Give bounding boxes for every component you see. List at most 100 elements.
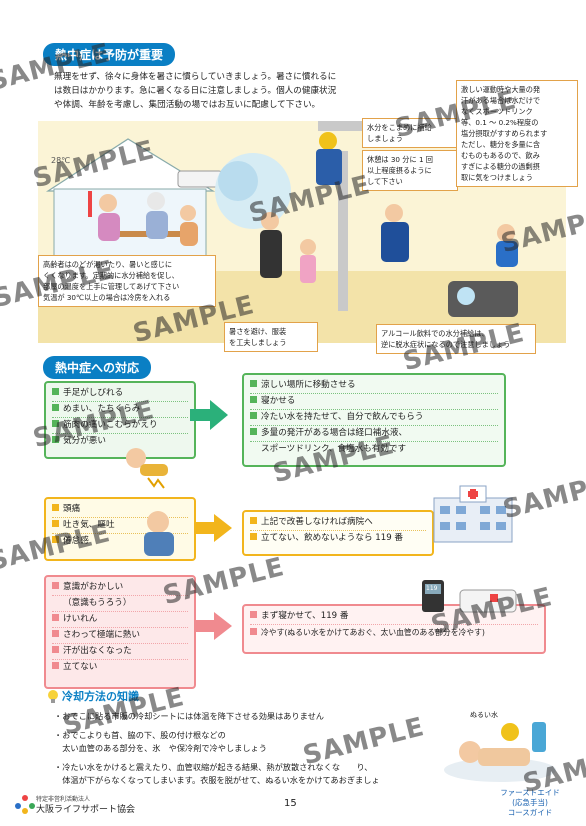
symptom-item: 意識がおかしい xyxy=(52,580,188,596)
action-item: まず寝かせて、119 番 xyxy=(250,609,538,625)
symptom-box-mild: 手足がしびれる めまい、たちくらみ 筋肉の痛いこむらがえり 気分が悪い xyxy=(44,381,196,459)
symptom-item: 倦怠感 xyxy=(52,534,188,549)
callout-line: むものもあるので、飲み xyxy=(461,151,540,160)
cooling-line: 体温が下がらなくなってしまいます。衣服を脱がせて、ぬるい水をかけてあおぎましょ xyxy=(54,775,380,785)
cooling-line: ・おでこよりも首、脇の下、股の付け根などの xyxy=(54,730,226,740)
prevention-title: 熱中症は予防が重要 xyxy=(43,43,176,66)
response-title: 熱中症への対応 xyxy=(43,356,152,379)
arrow-right-icon xyxy=(196,612,232,640)
callout-line: 塩分摂取がすすめられます xyxy=(461,129,548,138)
callout-line: して下さい xyxy=(367,177,403,186)
watermark: SAMPLE xyxy=(500,465,586,526)
scene-svg xyxy=(38,121,566,343)
action-item: 寝かせる xyxy=(250,394,498,410)
hospital-illustration xyxy=(433,485,513,543)
callout-water: 水分をこまめに補給 しましょう xyxy=(362,118,458,148)
callout-line: なくスポーツドリンク xyxy=(461,107,533,116)
org-type: 特定非営利活動法人 xyxy=(36,796,91,803)
page-number: 15 xyxy=(284,798,297,809)
symptom-item: さわって極端に熱い xyxy=(52,628,188,644)
headache-illustration xyxy=(144,511,174,556)
callout-line: 汗がある場合は水だけで xyxy=(461,96,541,105)
callout-line: 気温が 30℃以上の場合は冷房を入れる xyxy=(43,293,171,302)
lightbulb-icon xyxy=(48,690,58,703)
cramp-illustration xyxy=(126,448,168,489)
bullet-icon xyxy=(250,517,257,524)
bullet-icon xyxy=(250,380,257,387)
org-name: 大阪ライフサポート協会 xyxy=(36,805,136,815)
cooling-title: 冷却方法の知識 xyxy=(62,690,139,703)
course-guide: ファーストエイド (応急手当) コースガイド xyxy=(490,788,570,818)
callout-line: 高齢者はのどが渇いたり、暑いと感じに xyxy=(43,260,173,269)
course-guide-line: ファーストエイド xyxy=(500,788,560,797)
callout-line: くくなります。定期的に水分補給を促し、 xyxy=(43,271,179,280)
symptom-item-continued: （意識もうろう） xyxy=(52,596,188,612)
cooling-text: ・おでこに貼る市販の冷却シートには体温を降下させる効果はありません ・おでこより… xyxy=(54,710,454,787)
symptom-item: めまい、たちくらみ xyxy=(52,402,188,418)
symptom-item: 吐き気、嘔吐 xyxy=(52,518,188,534)
action-item: 冷たい水を持たせて、自分で飲んでもらう xyxy=(250,410,498,426)
callout-line: 等、0.1 ～ 0.2%程度の xyxy=(461,118,539,127)
action-item: 涼しい場所に移動させる xyxy=(250,378,498,394)
bullet-icon xyxy=(250,428,257,435)
arrow-right-icon xyxy=(196,514,232,542)
action-item: 冷やす(ぬるい水をかけてあおぐ、太い血管のある部分を冷やす) xyxy=(250,625,538,640)
callout-line: 以上程度摂るように xyxy=(367,166,432,175)
callout-line: 水分をこまめに補給 xyxy=(367,123,432,132)
callout-line: 部屋の温度を上手に管理してあげて下さい xyxy=(43,282,180,291)
cooling-line: 太い血管のある部分を、氷 や保冷剤で冷やしましょう xyxy=(54,743,267,753)
callout-line: 暑さを避け、服装 xyxy=(229,327,287,336)
callout-line: アルコール飲料での水分補給は、 xyxy=(381,329,489,338)
phone-ambulance-illustration xyxy=(422,580,517,613)
callout-line: 休憩は 30 分に 1 回 xyxy=(367,155,433,164)
bullet-icon xyxy=(52,504,59,511)
bullet-icon xyxy=(250,412,257,419)
symptom-item: 立てない xyxy=(52,660,188,675)
bullet-icon xyxy=(250,628,257,635)
symptom-item: 頭痛 xyxy=(52,502,188,518)
callout-rest: 休憩は 30 分に 1 回 以上程度摂るように して下さい xyxy=(362,150,458,191)
action-box-mild: 涼しい場所に移動させる 寝かせる 冷たい水を持たせて、自分で飲んでもらう 多量の… xyxy=(242,373,506,467)
symptom-box-severe: 意識がおかしい （意識もうろう） けいれん さわって極端に熱い 汗が出なくなった… xyxy=(44,575,196,689)
callout-elderly: 高齢者はのどが渇いたり、暑いと感じに くくなります。定期的に水分補給を促し、 部… xyxy=(38,255,216,307)
bullet-icon xyxy=(52,520,59,527)
cooling-line: ・おでこに貼る市販の冷却シートには体温を降下させる効果はありません xyxy=(54,711,324,721)
course-guide-line: (応急手当) xyxy=(512,798,548,807)
callout-line: 取に気をつけましょう xyxy=(461,173,533,182)
intro-line: や体調、年齢を考慮し、集団活動の場ではお互いに配慮して下さい。 xyxy=(54,100,321,110)
callout-line: 逆に脱水症状になるので注意しましょう xyxy=(381,340,511,349)
cooling-illustration xyxy=(444,722,556,782)
bullet-icon xyxy=(52,630,59,637)
symptom-item: けいれん xyxy=(52,612,188,628)
action-box-moderate: 上記で改善しなければ病院へ 立てない、飲めないようなら 119 番 xyxy=(242,510,434,556)
bullet-icon xyxy=(250,533,257,540)
intro-line: は数日はかかります。急に暑くなる日に注意しましょう。個人の健康状況 xyxy=(54,86,337,96)
intro-line: 無理をせず、徐々に身体を暑さに慣らしていきましょう。暑さに慣れるに xyxy=(54,72,337,82)
action-item: 多量の発汗がある場合は経口補水液、 xyxy=(250,426,498,442)
callout-clothes: 暑さを避け、服装 を工夫しましょう xyxy=(224,322,318,352)
callout-line: しましょう xyxy=(367,134,403,143)
callout-line: 激しい運動時や大量の発 xyxy=(461,85,541,94)
bullet-icon xyxy=(52,614,59,621)
arrow-right-icon xyxy=(190,400,228,430)
symptom-item: 手足がしびれる xyxy=(52,386,188,402)
cooling-line: ・冷たい水をかけると震えたり、血管収縮が起きる結果、熱が放散されなくな り、 xyxy=(54,762,373,772)
action-item-continued: スポーツドリンク、食塩水も有効です xyxy=(261,444,407,454)
callout-line: を工夫しましょう xyxy=(229,338,287,347)
intro-text: 無理をせず、徐々に身体を暑さに慣らしていきましょう。暑さに慣れるに は数日はかか… xyxy=(54,70,374,112)
bullet-icon xyxy=(250,396,257,403)
callout-line: ただし、糖分を多量に含 xyxy=(461,140,541,149)
bullet-icon xyxy=(52,436,59,443)
bullet-icon xyxy=(52,582,59,589)
callout-alcohol: アルコール飲料での水分補給は、 逆に脱水症状になるので注意しましょう xyxy=(376,324,536,354)
bullet-icon xyxy=(250,611,257,618)
bullet-icon xyxy=(52,404,59,411)
course-guide-line: コースガイド xyxy=(507,808,553,817)
room-temperature: 28℃ xyxy=(51,156,71,165)
phone-number: 119 xyxy=(426,585,438,592)
symptom-item: 筋肉の痛いこむらがえり xyxy=(52,418,188,434)
warm-water-label: ぬるい水 xyxy=(470,711,498,719)
bullet-icon xyxy=(52,420,59,427)
symptom-item: 汗が出なくなった xyxy=(52,644,188,660)
bullet-icon xyxy=(52,536,59,543)
